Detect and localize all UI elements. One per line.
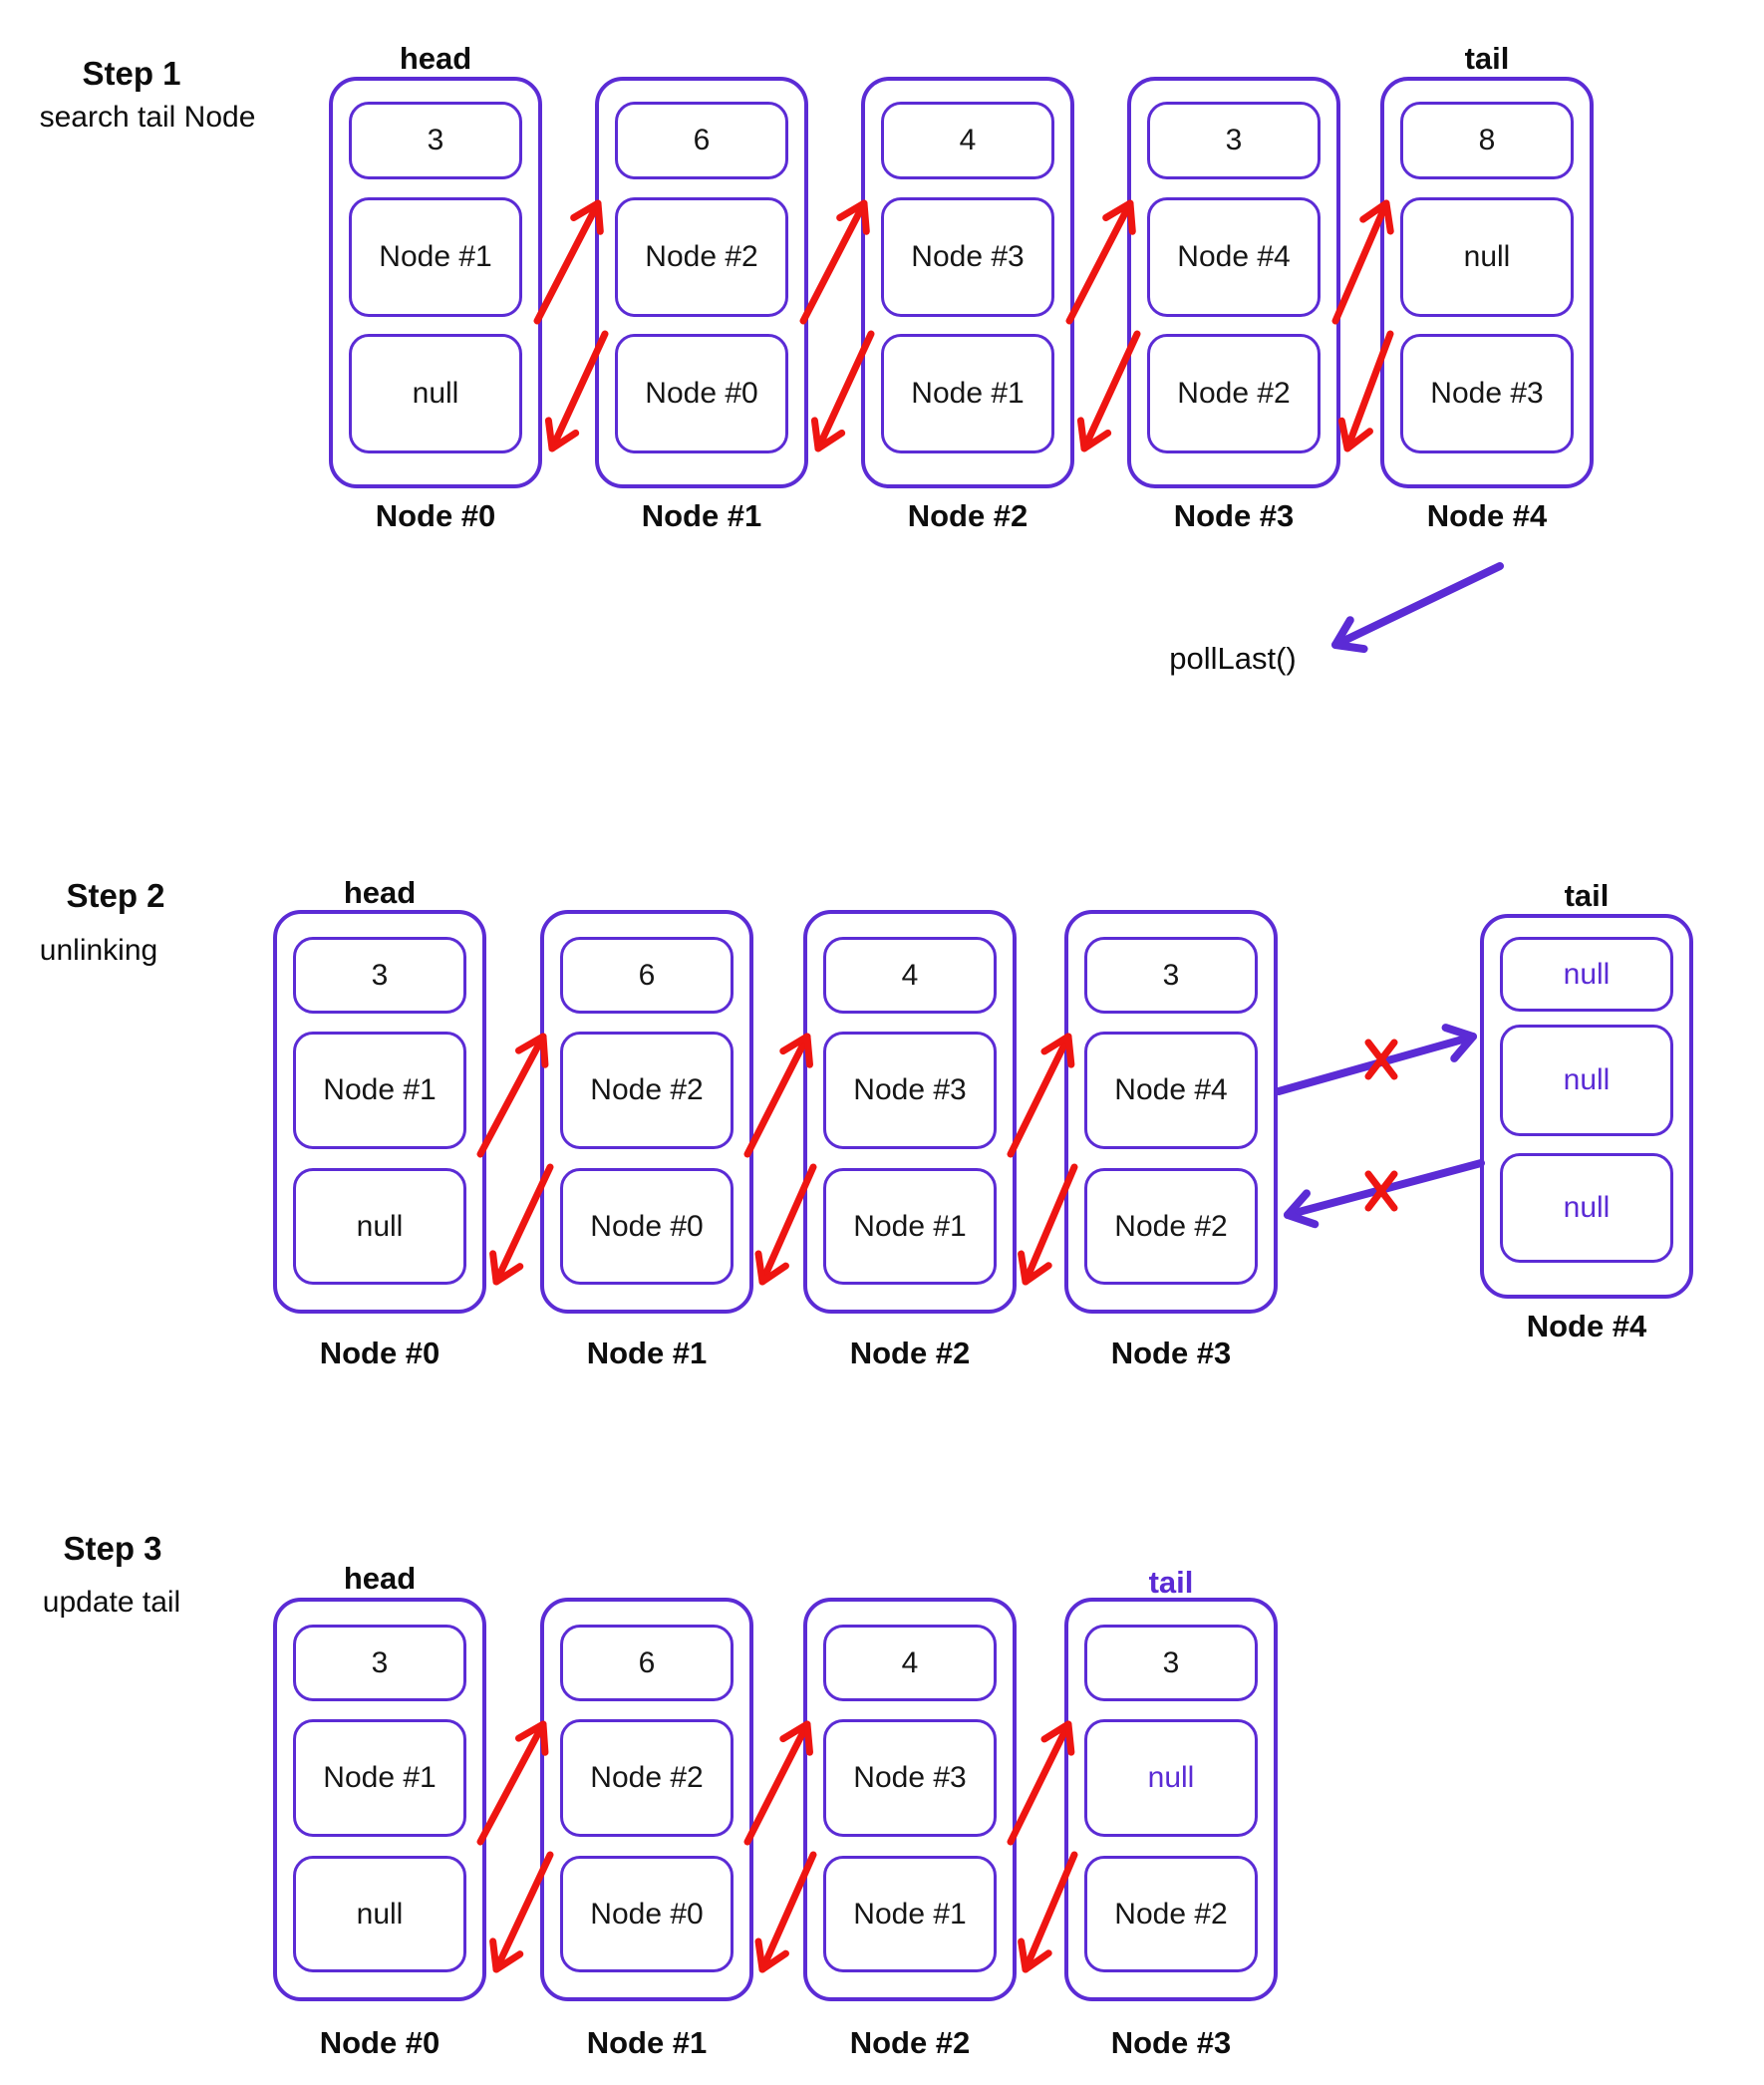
- node-prev-pointer: null: [1500, 1153, 1673, 1263]
- node-value: 3: [293, 1625, 466, 1701]
- node-prev-pointer: Node #1: [823, 1856, 997, 1972]
- node-value: 6: [560, 1625, 734, 1701]
- node-prev-pointer: null: [293, 1168, 466, 1285]
- step3-node-0-label: Node #0: [319, 2025, 441, 2060]
- next-arrow: [743, 1720, 813, 1846]
- next-arrow: [476, 1033, 549, 1158]
- node-value: 4: [881, 102, 1054, 179]
- step3-node-2: 4 Node #3 Node #1: [803, 1598, 1017, 2001]
- node-value: 4: [823, 1625, 997, 1701]
- node-prev-pointer: Node #3: [1400, 334, 1574, 453]
- node-value: 3: [1084, 937, 1258, 1014]
- node-next-pointer: Node #4: [1084, 1032, 1258, 1149]
- next-arrow: [1331, 199, 1394, 325]
- node-value: 3: [349, 102, 522, 179]
- node-prev-pointer: Node #1: [823, 1168, 997, 1285]
- node-value: 3: [293, 937, 466, 1014]
- node-value: 6: [615, 102, 788, 179]
- node-next-pointer: Node #1: [349, 197, 522, 317]
- step1-subtitle: search tail Node: [39, 101, 256, 134]
- node-value: 3: [1084, 1625, 1258, 1701]
- next-arrow: [1007, 1033, 1075, 1158]
- step2-node-4-label: Node #4: [1526, 1309, 1647, 1343]
- next-arrow: [1007, 1720, 1075, 1846]
- step1-node-3-label: Node #3: [1173, 498, 1295, 533]
- node-next-pointer: Node #2: [615, 197, 788, 317]
- node-next-pointer: Node #2: [560, 1032, 734, 1149]
- step2-node-3: 3 Node #4 Node #2: [1064, 910, 1278, 1314]
- next-arrow: [1065, 199, 1136, 325]
- node-prev-pointer: Node #2: [1084, 1856, 1258, 1972]
- node-next-pointer: Node #1: [293, 1719, 466, 1837]
- polllast-arrow: [1331, 562, 1504, 654]
- step3-node-1-label: Node #1: [586, 2025, 708, 2060]
- step3-node-0: 3 Node #1 null: [273, 1598, 486, 2001]
- node-next-pointer: Node #3: [823, 1032, 997, 1149]
- next-arrow: [476, 1720, 549, 1846]
- step2-title: Step 2: [66, 877, 165, 914]
- node-prev-pointer: Node #0: [560, 1856, 734, 1972]
- step1-node-4: 8 null Node #3: [1380, 77, 1594, 488]
- node-prev-pointer: Node #1: [881, 334, 1054, 453]
- step2-head-label: head: [343, 875, 417, 910]
- node-prev-pointer: Node #2: [1147, 334, 1321, 453]
- node-value: 8: [1400, 102, 1574, 179]
- node-prev-pointer: null: [349, 334, 522, 453]
- node-value: 3: [1147, 102, 1321, 179]
- next-arrow: [533, 199, 604, 325]
- step2-node-1-label: Node #1: [586, 1336, 708, 1370]
- step1-node-4-label: Node #4: [1426, 498, 1548, 533]
- node-next-pointer: Node #3: [881, 197, 1054, 317]
- step3-node-3-label: Node #3: [1110, 2025, 1232, 2060]
- step2-node-0: 3 Node #1 null: [273, 910, 486, 1314]
- node-next-pointer: Node #4: [1147, 197, 1321, 317]
- step2-node-2: 4 Node #3 Node #1: [803, 910, 1017, 1314]
- step1-node-1-label: Node #1: [641, 498, 762, 533]
- step3-tail-label: tail: [1148, 1565, 1194, 1600]
- node-next-pointer: null: [1400, 197, 1574, 317]
- node-next-pointer: null: [1500, 1025, 1673, 1136]
- step1-tail-label: tail: [1464, 41, 1510, 76]
- step1-node-2: 4 Node #3 Node #1: [861, 77, 1074, 488]
- node-value: 4: [823, 937, 997, 1014]
- step2-node-4-unlinked: null null null: [1480, 914, 1693, 1299]
- step1-node-2-label: Node #2: [907, 498, 1029, 533]
- next-arrow: [743, 1033, 813, 1158]
- node-value: null: [1500, 937, 1673, 1012]
- step2-node-2-label: Node #2: [849, 1336, 971, 1370]
- node-prev-pointer: Node #0: [615, 334, 788, 453]
- step3-head-label: head: [343, 1561, 417, 1596]
- node-next-pointer: null: [1084, 1719, 1258, 1837]
- step2-subtitle: unlinking: [39, 934, 158, 967]
- step1-node-0-label: Node #0: [375, 498, 496, 533]
- step1-title: Step 1: [82, 55, 181, 92]
- polllast-annotation: pollLast(): [1169, 641, 1297, 676]
- node-value: 6: [560, 937, 734, 1014]
- node-next-pointer: Node #1: [293, 1032, 466, 1149]
- step3-node-1: 6 Node #2 Node #0: [540, 1598, 753, 2001]
- step3-subtitle: update tail: [42, 1586, 181, 1619]
- node-prev-pointer: null: [293, 1856, 466, 1972]
- node-prev-pointer: Node #0: [560, 1168, 734, 1285]
- step3-node-3-new-tail: 3 null Node #2: [1064, 1598, 1278, 2001]
- node-next-pointer: Node #3: [823, 1719, 997, 1837]
- x-mark: [1364, 1170, 1398, 1212]
- step3-node-2-label: Node #2: [849, 2025, 971, 2060]
- next-arrow: [799, 199, 870, 325]
- x-mark: [1364, 1039, 1398, 1080]
- node-prev-pointer: Node #2: [1084, 1168, 1258, 1285]
- unlink-next-arrow: [1275, 1024, 1477, 1095]
- step2-node-0-label: Node #0: [319, 1336, 441, 1370]
- step3-title: Step 3: [63, 1530, 162, 1567]
- step1-node-0: 3 Node #1 null: [329, 77, 542, 488]
- step2-node-1: 6 Node #2 Node #0: [540, 910, 753, 1314]
- step1-node-1: 6 Node #2 Node #0: [595, 77, 808, 488]
- step1-head-label: head: [399, 41, 472, 76]
- step2-tail-label: tail: [1564, 878, 1610, 913]
- step2-node-3-label: Node #3: [1110, 1336, 1232, 1370]
- node-next-pointer: Node #2: [560, 1719, 734, 1837]
- unlink-prev-arrow: [1284, 1159, 1485, 1229]
- step1-node-3: 3 Node #4 Node #2: [1127, 77, 1340, 488]
